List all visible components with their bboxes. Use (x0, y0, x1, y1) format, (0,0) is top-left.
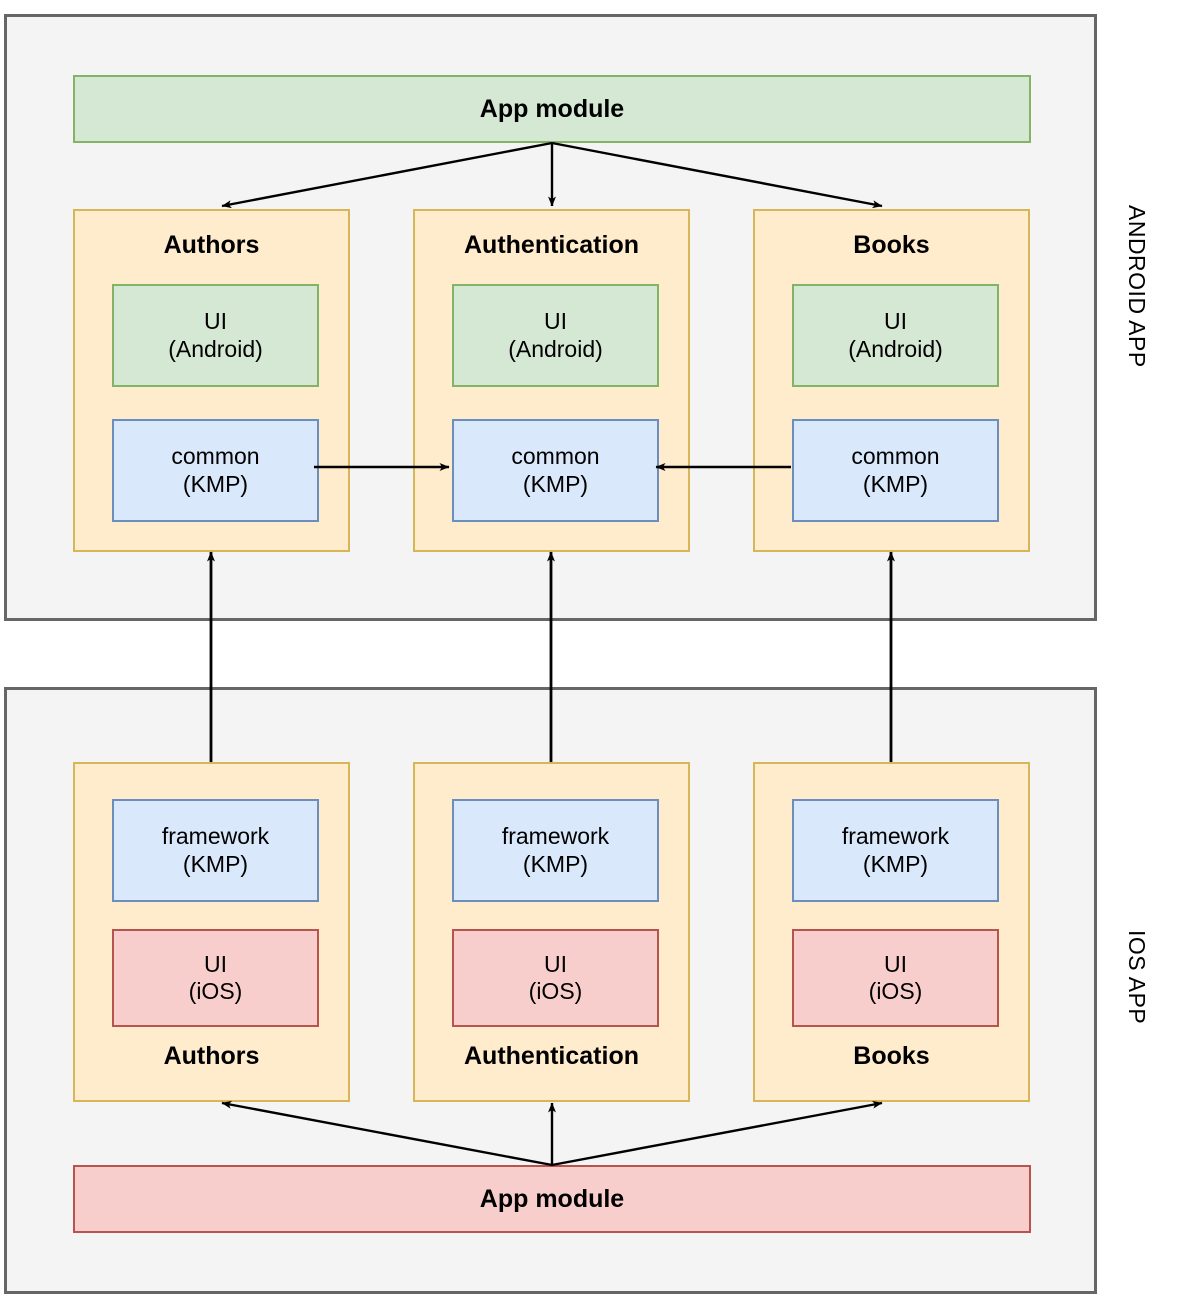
android-module-authentication[interactable]: Authentication UI (Android) common (KMP) (413, 209, 690, 552)
android-authentication-common[interactable]: common (KMP) (452, 419, 659, 522)
android-module-authors-title: Authors (163, 231, 260, 259)
ios-module-authentication-title: Authentication (464, 1042, 639, 1070)
ios-authentication-framework[interactable]: framework (KMP) (452, 799, 659, 902)
ios-app-label: IOS APP (1124, 930, 1150, 1025)
android-books-ui[interactable]: UI (Android) (792, 284, 999, 387)
ios-authors-ui-line1: UI (204, 950, 227, 977)
ios-authors-framework-line2: (KMP) (182, 850, 249, 877)
ios-books-framework-line2: (KMP) (862, 850, 929, 877)
ios-module-authentication[interactable]: framework (KMP) UI (iOS) Authentication (413, 762, 690, 1102)
android-module-authors[interactable]: Authors UI (Android) common (KMP) (73, 209, 350, 552)
android-app-module[interactable]: App module (73, 75, 1031, 143)
ios-authentication-ui-line1: UI (544, 950, 567, 977)
android-books-common-line1: common (851, 443, 940, 470)
android-module-authentication-title: Authentication (464, 231, 639, 259)
android-authentication-ui-line1: UI (544, 308, 567, 335)
ios-module-authors-title: Authors (163, 1042, 260, 1070)
android-authentication-common-line1: common (511, 443, 600, 470)
ios-authors-framework-line1: framework (161, 823, 270, 850)
ios-app-module[interactable]: App module (73, 1165, 1031, 1233)
ios-books-ui-line2: (iOS) (868, 978, 923, 1004)
android-authentication-common-line2: (KMP) (522, 470, 589, 497)
ios-module-books-title: Books (853, 1042, 930, 1070)
android-authors-ui[interactable]: UI (Android) (112, 284, 319, 387)
android-authentication-ui[interactable]: UI (Android) (452, 284, 659, 387)
android-books-ui-line1: UI (884, 308, 907, 335)
android-authors-common[interactable]: common (KMP) (112, 419, 319, 522)
ios-app-module-label: App module (479, 1184, 625, 1213)
ios-authentication-ui[interactable]: UI (iOS) (452, 929, 659, 1027)
ios-books-framework-line1: framework (841, 823, 950, 850)
android-app-module-label: App module (479, 94, 625, 123)
android-module-books[interactable]: Books UI (Android) common (KMP) (753, 209, 1030, 552)
ios-books-ui-line1: UI (884, 950, 907, 977)
android-books-common-line2: (KMP) (862, 470, 929, 497)
ios-authentication-framework-line1: framework (501, 823, 610, 850)
ios-module-authors[interactable]: framework (KMP) UI (iOS) Authors (73, 762, 350, 1102)
ios-authentication-ui-line2: (iOS) (528, 978, 583, 1004)
android-authentication-ui-line2: (Android) (508, 335, 603, 362)
android-app-label: ANDROID APP (1124, 205, 1150, 368)
ios-books-framework[interactable]: framework (KMP) (792, 799, 999, 902)
android-module-books-title: Books (853, 231, 930, 259)
ios-authors-ui[interactable]: UI (iOS) (112, 929, 319, 1027)
ios-authors-framework[interactable]: framework (KMP) (112, 799, 319, 902)
android-books-ui-line2: (Android) (848, 335, 943, 362)
ios-module-books[interactable]: framework (KMP) UI (iOS) Books (753, 762, 1030, 1102)
android-books-common[interactable]: common (KMP) (792, 419, 999, 522)
android-authors-ui-line1: UI (204, 308, 227, 335)
ios-books-ui[interactable]: UI (iOS) (792, 929, 999, 1027)
ios-authors-ui-line2: (iOS) (188, 978, 243, 1004)
ios-authentication-framework-line2: (KMP) (522, 850, 589, 877)
android-authors-common-line1: common (171, 443, 260, 470)
android-authors-common-line2: (KMP) (182, 470, 249, 497)
android-authors-ui-line2: (Android) (168, 335, 263, 362)
